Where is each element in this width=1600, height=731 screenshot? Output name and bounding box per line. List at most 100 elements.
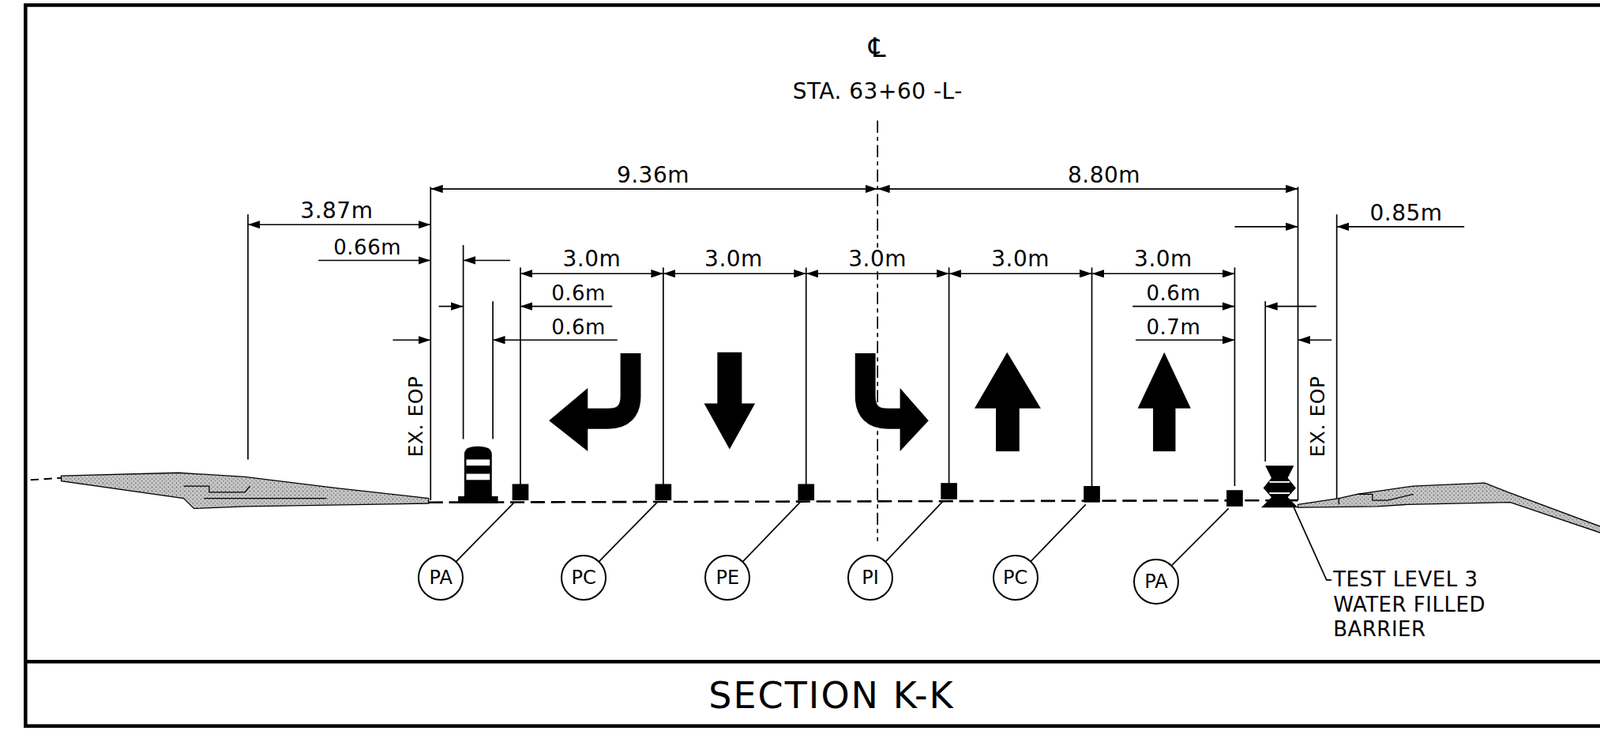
dimension-line [806,272,950,275]
dimension-line [1135,338,1235,341]
marking-symbol [1083,485,1101,503]
dimension: 3.0m [989,247,1052,271]
dimension: 9.36m [615,164,692,188]
dimension-line [318,259,431,262]
dimension: 3.0m [846,247,909,271]
water-filled-barrier [1269,480,1290,483]
marking-symbol [797,483,815,500]
dimension: 3.87m [298,199,375,223]
callout-circle: PA [1133,558,1180,605]
dimension-line [663,272,807,275]
dimension-line [247,223,431,226]
barrier-callout: TEST LEVEL 3 WATER FILLED BARRIER [1331,567,1521,642]
dimension: 3.0m [702,247,765,271]
lane-arrow [995,405,1020,451]
dimension: 0.6m [549,282,608,305]
dimension-line [949,272,1093,275]
dimension-line [392,338,431,341]
dimension: 0.85m [1367,201,1444,225]
extension-line [519,267,522,487]
ground-left [61,472,429,508]
traffic-drum [465,458,490,466]
extension-line [805,267,808,487]
extension-line [1234,267,1236,487]
drawing-frame [25,659,1600,664]
dimension-line [1234,225,1298,228]
extension-line [247,186,1338,500]
dimension: 0.66m [331,236,403,259]
callout-code: PI [861,567,879,587]
dimension-line [1092,272,1236,275]
dimension: 8.80m [1066,164,1142,188]
lane-arrow [583,353,631,419]
dimension-line [430,187,878,190]
leader-line [598,502,658,562]
traffic-drum [458,446,498,504]
lane-arrow [1138,352,1191,409]
lane-arrow [865,353,905,419]
callout-circle: PE [704,554,751,601]
lane-arrow [1153,405,1176,451]
marking-symbol [940,482,958,500]
traffic-drum [465,473,490,481]
extension-line [1091,267,1093,487]
section-title: SECTION K-K [708,673,954,717]
leader-line [1293,507,1333,580]
callout-code: PA [1144,571,1168,591]
dimension-line [877,187,1298,190]
water-filled-barrier [1261,465,1299,508]
lane-arrow [548,387,588,451]
callout-circle: PA [417,554,464,601]
dimension: 3.0m [561,247,624,271]
edge-of-pavement-label: EX. EOP [405,374,427,459]
traffic-drum [458,495,498,504]
ground-right [1298,482,1600,535]
extension-line [462,244,465,439]
callout-code: PC [570,567,596,587]
drawing-part [25,4,1600,725]
marking-symbol [512,482,1244,507]
ground-left [184,485,327,499]
callout-code: PA [428,567,452,587]
ground-left [30,477,62,481]
dimension-line [1298,338,1333,341]
traffic-drum [464,446,493,499]
pavement-surface [428,499,1299,503]
dimension-line [520,272,664,275]
marking-symbol [1226,489,1244,507]
centerline [876,120,879,541]
extension-line [1336,214,1338,500]
dimension-line [463,259,511,262]
extension-line [247,214,249,459]
lane-arrow [548,352,1191,451]
extension-line [1264,300,1266,462]
leader-line [1030,503,1086,561]
leader-line [743,502,800,562]
callout-code: PC [1002,567,1028,587]
ground-right [1338,493,1413,504]
dimension-line [247,188,1465,340]
lane-arrow [900,387,929,451]
lane-arrow [704,402,756,449]
edge-of-pavement-label: EX. EOP [1307,374,1329,459]
lane-arrow [717,352,742,406]
dimension-line [492,338,618,341]
dimension-line [1265,305,1317,308]
ground-right [1298,482,1600,535]
extension-line [429,186,432,500]
leader-line [1171,507,1229,565]
dimension-line [1337,225,1465,228]
marking-symbol [512,483,530,500]
dimension: 3.0m [1132,247,1195,271]
dimension: 0.6m [1145,282,1203,305]
dimension: 0.6m [549,316,608,339]
leader-line [456,502,515,562]
station-label: STA. 63+60 -L- [791,80,965,104]
marking-symbol [655,483,673,500]
extension-line [492,300,494,439]
callout-circle: PC [560,554,607,601]
dimension: 0.7m [1145,316,1203,339]
extension-line [948,267,951,487]
dimension-line [439,305,464,308]
